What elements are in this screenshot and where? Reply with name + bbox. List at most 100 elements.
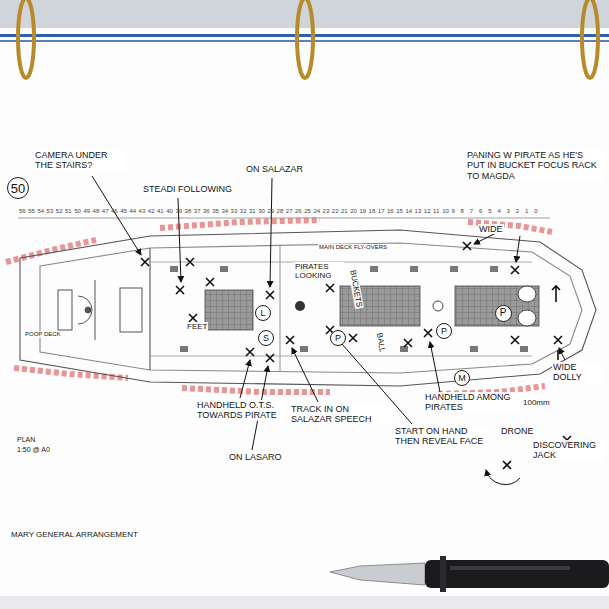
pen-part xyxy=(450,566,570,570)
camera-marks-part xyxy=(511,336,519,344)
poop-deck-part xyxy=(120,288,142,332)
handwritten-note: ON LASARO xyxy=(228,452,283,462)
camera-marks-part xyxy=(246,348,254,356)
binder-rings xyxy=(18,0,598,78)
frame-number: 28 xyxy=(276,208,285,215)
camera-marks-part xyxy=(189,314,197,322)
handwritten-note: TRACK IN ON SALAZAR SPEECH xyxy=(290,404,392,425)
camera-marks-part xyxy=(463,242,471,250)
ship-hull-part xyxy=(150,355,532,356)
deck-fittings-part xyxy=(433,301,443,311)
frame-number: 52 xyxy=(55,208,64,215)
deck-rails-part xyxy=(160,220,320,228)
handwritten-note: STEADI FOLLOWING xyxy=(142,184,233,194)
frame-number: 38 xyxy=(184,208,193,215)
plan-text: 1:50 @ A0 xyxy=(16,446,51,454)
frame-number: 5 xyxy=(487,208,492,215)
circled-marker: P xyxy=(436,323,452,339)
camera-marks xyxy=(141,242,571,469)
frame-number: 6 xyxy=(478,208,483,215)
marker-letter: S xyxy=(263,334,269,343)
handwritten-note: DISCOVERING JACK xyxy=(532,440,604,461)
frame-number: 41 xyxy=(156,208,165,215)
binder-rings-part xyxy=(582,0,598,78)
pen-part xyxy=(330,563,425,585)
frame-number: 53 xyxy=(46,208,55,215)
frame-number: 55 xyxy=(27,208,36,215)
frame-number: 48 xyxy=(92,208,101,215)
marker-letter: P xyxy=(500,308,507,318)
frame-number: 46 xyxy=(110,208,119,215)
binder-rings-part xyxy=(18,0,34,78)
leader-lines-part xyxy=(516,236,520,262)
camera-marks-part xyxy=(186,258,194,266)
poop-deck-part xyxy=(58,290,72,330)
handwritten-note: START ON HAND THEN REVEAL FACE xyxy=(394,426,488,447)
circled-marker: 50 xyxy=(7,177,29,199)
pen-part xyxy=(440,556,446,592)
handwritten-note: HANDHELD AMONG PIRATES xyxy=(424,392,522,413)
circled-marker: S xyxy=(258,330,274,346)
frame-number: 3 xyxy=(506,208,511,215)
leader-lines-part xyxy=(270,178,272,287)
deck-fittings-part xyxy=(518,286,536,302)
frame-number: 32 xyxy=(239,208,248,215)
camera-marks-part xyxy=(552,286,560,302)
deck-fittings-part xyxy=(470,346,478,352)
frame-number: 45 xyxy=(119,208,128,215)
deck-fittings-part xyxy=(300,346,308,352)
frame-number: 34 xyxy=(220,208,229,215)
frame-number: 23 xyxy=(322,208,331,215)
binder-page-part xyxy=(0,0,609,40)
frame-number: 9 xyxy=(450,208,455,215)
camera-marks-part xyxy=(286,336,294,344)
deck-rails-part xyxy=(14,368,128,378)
camera-marks-part xyxy=(503,461,511,469)
deck-fittings-part xyxy=(170,266,178,272)
ship-hull-part xyxy=(279,246,280,372)
frame-number: 15 xyxy=(395,208,404,215)
camera-marks-part xyxy=(404,339,412,347)
frame-number: 16 xyxy=(386,208,395,215)
frame-number: 43 xyxy=(138,208,147,215)
hatch-grates-part xyxy=(205,290,253,330)
leader-lines-part xyxy=(430,342,440,392)
deck-fittings xyxy=(170,266,536,352)
deck-fittings-part xyxy=(410,266,418,272)
handwritten-note: FEET xyxy=(186,322,208,331)
ship-hull-part xyxy=(149,248,150,370)
handwritten-note: PANING W PIRATE AS HE'S PUT IN BUCKET FO… xyxy=(466,150,604,181)
handwritten-note: 100mm xyxy=(522,398,551,407)
camera-marks-part xyxy=(557,350,559,360)
frame-number: 54 xyxy=(36,208,45,215)
frame-number: 20 xyxy=(349,208,358,215)
deck-fittings-part xyxy=(520,346,528,352)
camera-marks-part xyxy=(266,291,274,299)
handwritten-note: CAMERA UNDER THE STAIRS? xyxy=(34,150,126,171)
frame-number: 13 xyxy=(414,208,423,215)
ship-hull-part xyxy=(40,243,582,373)
frame-number: 49 xyxy=(82,208,91,215)
deck-fittings-part xyxy=(518,310,536,326)
pen-part xyxy=(425,560,609,588)
camera-marks-part xyxy=(266,354,274,362)
leader-lines-part xyxy=(240,360,250,398)
leader-lines-part xyxy=(486,470,520,485)
deck-fittings-part xyxy=(490,266,498,272)
frame-number: 18 xyxy=(368,208,377,215)
frame-number: 35 xyxy=(211,208,220,215)
handwritten-note: BUCKETS xyxy=(348,268,364,309)
circled-marker: M xyxy=(454,370,470,386)
frame-number: 40 xyxy=(165,208,174,215)
frame-number: 33 xyxy=(230,208,239,215)
marker-letter: P xyxy=(441,327,447,336)
binder-page-part xyxy=(0,596,609,609)
leader-lines-part xyxy=(92,176,141,255)
poop-deck xyxy=(58,280,142,340)
poop-deck-part xyxy=(85,307,91,313)
plan-text: PLAN xyxy=(16,436,36,444)
frame-number: 2 xyxy=(515,208,520,215)
